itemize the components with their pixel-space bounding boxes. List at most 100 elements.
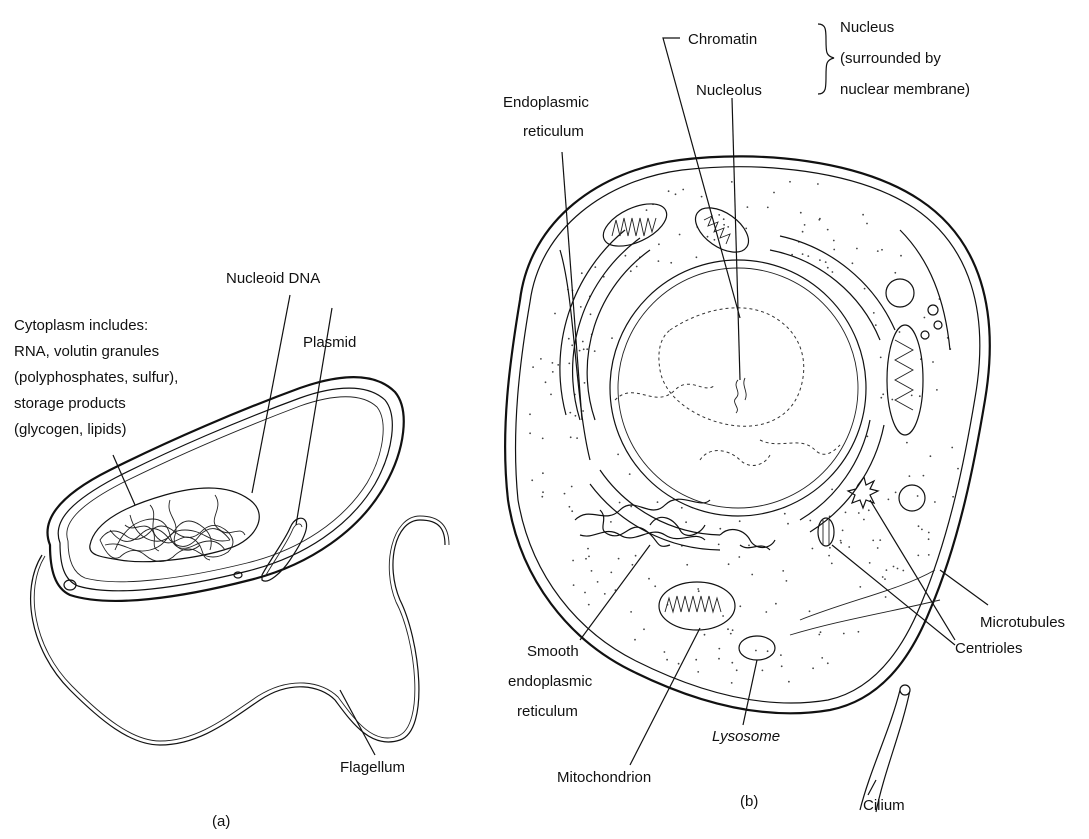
cytoplasm-dot <box>707 236 709 238</box>
cytoplasm-dot <box>731 662 733 664</box>
smooth-er-label-line: reticulum <box>517 703 578 720</box>
cytoplasm-dot <box>569 506 571 508</box>
cytoplasm-dot <box>788 681 790 683</box>
centriole-aster <box>848 477 878 508</box>
cytoplasm-dot <box>894 272 896 274</box>
cytoplasm-dot <box>619 502 621 504</box>
cytoplasm-dot <box>718 544 720 546</box>
cytoplasm-dot <box>827 662 829 664</box>
cytoplasm-dot <box>832 271 834 273</box>
cytoplasm-dot <box>531 479 533 481</box>
cytoplasm-dot <box>584 382 586 384</box>
cytoplasm-dot <box>695 659 697 661</box>
nucleolus <box>735 380 738 413</box>
cytoplasm-dot <box>738 556 740 558</box>
cytoplasm-dot <box>658 243 660 245</box>
nucleolus-label: Nucleolus <box>696 82 762 99</box>
cytoplasm-dot <box>928 538 930 540</box>
cytoplasm-dot <box>630 611 632 613</box>
cytoplasm-dot <box>782 570 784 572</box>
nucleoid-label: Nucleoid DNA <box>226 270 320 287</box>
cytoplasm-dot <box>678 663 680 665</box>
cytoplasm-dot <box>886 569 888 571</box>
chromatin-leader <box>663 38 740 318</box>
cytoplasm-dot <box>685 521 687 523</box>
cytoplasm-dot <box>632 564 634 566</box>
cytoplasm-dot <box>704 634 706 636</box>
cytoplasm-dot <box>718 214 720 216</box>
smooth-er-leader <box>580 545 650 640</box>
cytoplasm-dot <box>877 547 879 549</box>
cytoplasm-dot <box>532 366 534 368</box>
cytoplasm-dot <box>575 415 577 417</box>
cytoplasm-dot <box>809 520 811 522</box>
cytoplasm-dot <box>802 253 804 255</box>
cytoplasm-dot <box>588 556 590 558</box>
cytoplasm-dot <box>899 331 901 333</box>
cytoplasm-dot <box>572 560 574 562</box>
flagellum-leader <box>340 690 375 755</box>
cytoplasm-dot <box>557 364 559 366</box>
cytoplasm-dot <box>554 313 556 315</box>
cytoplasm-dot <box>936 389 938 391</box>
cytoplasm-dot <box>697 671 699 673</box>
er-label-line: Endoplasmic <box>503 94 589 111</box>
microtubules-label: Microtubules <box>980 614 1065 631</box>
cytoplasm-dot <box>859 586 861 588</box>
cytoplasm-dot <box>745 228 747 230</box>
cytoplasm-dot <box>755 650 757 652</box>
cytoplasm-dot <box>863 519 865 521</box>
cytoplasm-dot <box>668 190 670 192</box>
cytoplasm-dot <box>831 489 833 491</box>
cytoplasm-dot <box>767 650 769 652</box>
cytoplasm-dot <box>580 306 582 308</box>
mitochondrion-label: Mitochondrion <box>557 769 651 786</box>
cytoplasm-dot <box>630 270 632 272</box>
cytoplasm-dot <box>629 473 631 475</box>
cytoplasm-dot <box>923 475 925 477</box>
cytoplasm-label-line: (polyphosphates, sulfur), <box>14 369 178 386</box>
cytoplasm-dot <box>591 570 593 572</box>
cytoplasm-dot <box>784 513 786 515</box>
cytoplasm-dot <box>957 468 959 470</box>
cytoplasm-dot <box>877 250 879 252</box>
cytoplasm-dot <box>597 581 599 583</box>
vesicle <box>921 331 929 339</box>
cytoplasm-dot <box>856 248 858 250</box>
cytoplasm-dot <box>552 362 554 364</box>
cytoplasm-dot <box>739 605 741 607</box>
cytoplasm-dot <box>736 669 738 671</box>
cytoplasm-dot <box>581 272 583 274</box>
cytoplasm-dot <box>681 507 683 509</box>
cytoplasm-dot <box>654 585 656 587</box>
cytoplasm-dot <box>625 255 627 257</box>
smooth-er-label-line: endoplasmic <box>508 673 593 690</box>
cytoplasm-dot <box>722 615 724 617</box>
panel-b-label: (b) <box>740 793 758 810</box>
cytoplasm-dot <box>819 218 821 220</box>
cytoplasm-dot <box>804 224 806 226</box>
cilium-leader <box>868 780 876 795</box>
cytoplasm-dot <box>718 658 720 660</box>
cytoplasm-dot <box>902 570 904 572</box>
panel-a-label: (a) <box>212 813 230 830</box>
cytoplasm-dot <box>875 324 877 326</box>
cytoplasm-dot <box>584 592 586 594</box>
cytoplasm-dot <box>833 249 835 251</box>
cytoplasm-dot <box>867 436 869 438</box>
cell-membrane <box>505 156 990 713</box>
cytoplasm-dot <box>872 540 874 542</box>
cytoplasm-dot <box>906 442 908 444</box>
cytoplasm-dot <box>571 486 573 488</box>
cytoplasm-dot <box>868 509 870 511</box>
cytoplasm-dot <box>675 193 677 195</box>
cilium-label: Cilium <box>863 797 905 814</box>
cytoplasm-dot <box>714 239 716 241</box>
cytoplasm-dot <box>885 596 887 598</box>
cytoplasm-dot <box>727 226 729 228</box>
cytoplasm-dot <box>882 393 884 395</box>
prokaryote-panel: Cytoplasm includes: RNA, volutin granule… <box>14 270 449 830</box>
cytoplasm-label-line: Cytoplasm includes: <box>14 317 148 334</box>
cytoplasm-dot <box>866 223 868 225</box>
